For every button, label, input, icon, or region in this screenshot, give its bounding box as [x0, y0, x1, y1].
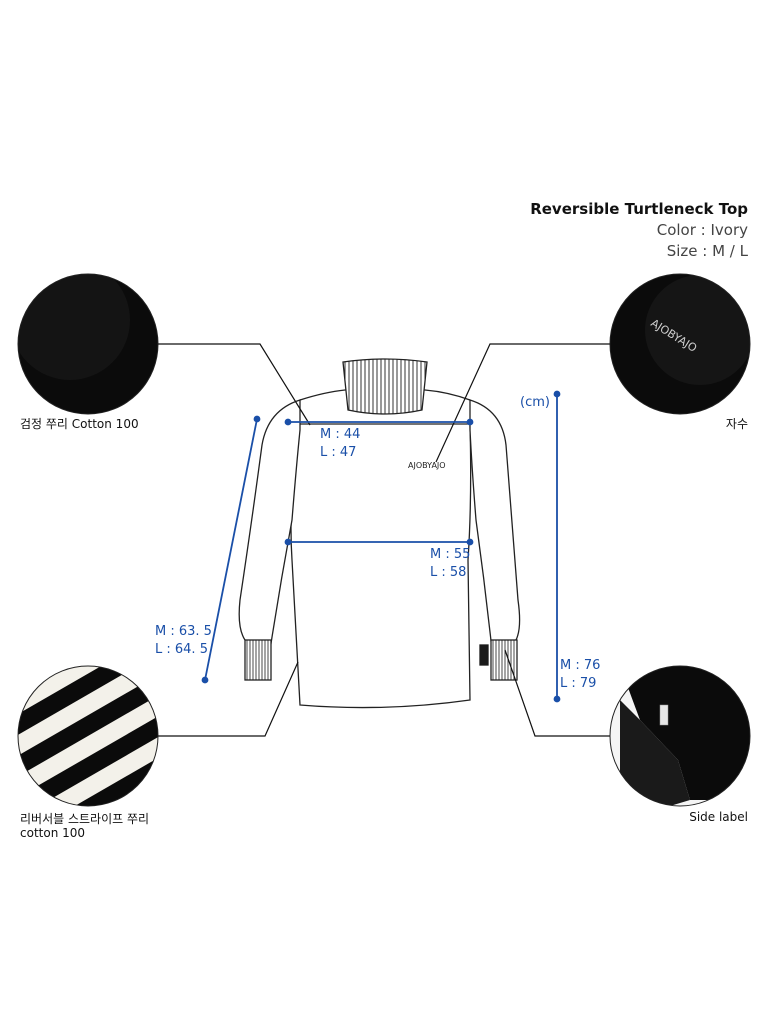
label-black-fleece: 검정 쭈리 Cotton 100 — [20, 417, 139, 431]
shoulder-measure: M : 44 L : 47 — [320, 426, 360, 462]
label-stripe-cotton: cotton 100 — [20, 826, 86, 840]
leader-bottom-left — [158, 661, 299, 737]
shoulder-m: M : 44 — [320, 427, 361, 442]
side-label-closeup — [609, 665, 751, 807]
turtleneck-collar — [342, 358, 428, 415]
chest-l: L : 58 — [430, 565, 467, 580]
length-m: M : 76 — [560, 658, 601, 673]
turtleneck-sketch — [238, 358, 521, 709]
measure-unit: (cm) — [520, 395, 550, 410]
chest-m: M : 55 — [430, 547, 471, 562]
fabric-swatch-black — [17, 273, 159, 415]
product-title: Reversible Turtleneck Top — [530, 200, 748, 218]
right-sleeve — [469, 399, 521, 651]
product-color: Color : Ivory — [656, 221, 748, 239]
leader-bottom-right — [504, 649, 612, 737]
measurement-lines — [201, 390, 561, 703]
label-embroidery: 자수 — [725, 417, 748, 431]
shoulder-l: L : 47 — [320, 445, 357, 460]
left-sleeve — [238, 399, 301, 651]
sleeve-measure-line — [204, 418, 258, 681]
sleeve-l: L : 64. 5 — [155, 642, 208, 657]
label-side-label: Side label — [689, 810, 748, 824]
sleeve-measure: M : 63. 5 L : 64. 5 — [155, 623, 212, 659]
side-label-tab — [479, 644, 489, 666]
length-measure: M : 76 L : 79 — [560, 657, 600, 693]
length-l: L : 79 — [560, 676, 597, 691]
label-stripe-fleece: 리버서블 스트라이프 쭈리 — [20, 812, 150, 826]
embroidery-closeup: AJOBYAJO — [609, 273, 751, 415]
sleeve-m: M : 63. 5 — [155, 624, 212, 639]
product-size: Size : M / L — [666, 242, 748, 260]
chest-measure: M : 55 L : 58 — [430, 546, 470, 582]
fabric-swatch-stripe — [17, 665, 159, 807]
embroidery-logo: AJOBYAJO — [408, 461, 446, 470]
left-cuff — [244, 639, 272, 681]
leader-top-left — [158, 343, 311, 426]
